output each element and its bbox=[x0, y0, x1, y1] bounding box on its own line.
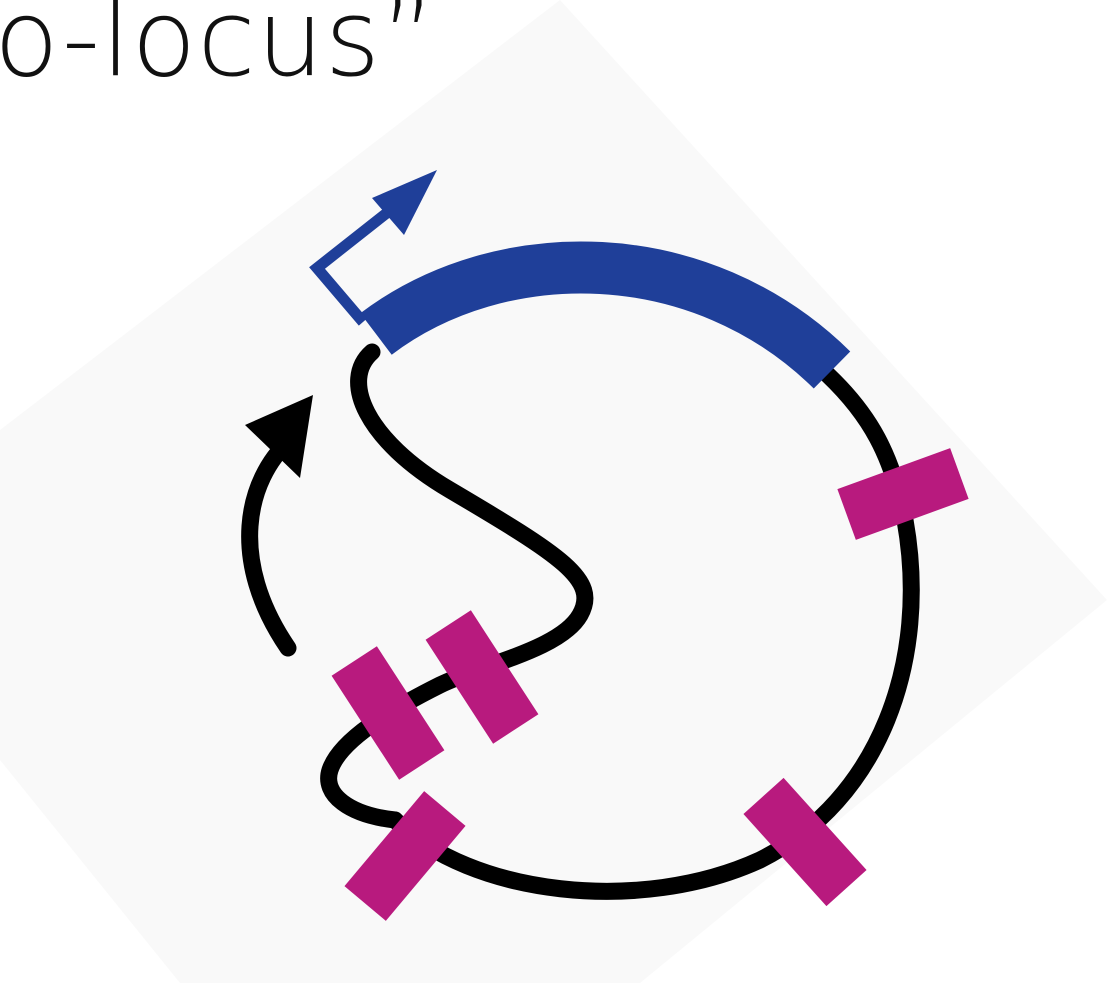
chromatin-loop-diagram bbox=[0, 0, 1107, 983]
